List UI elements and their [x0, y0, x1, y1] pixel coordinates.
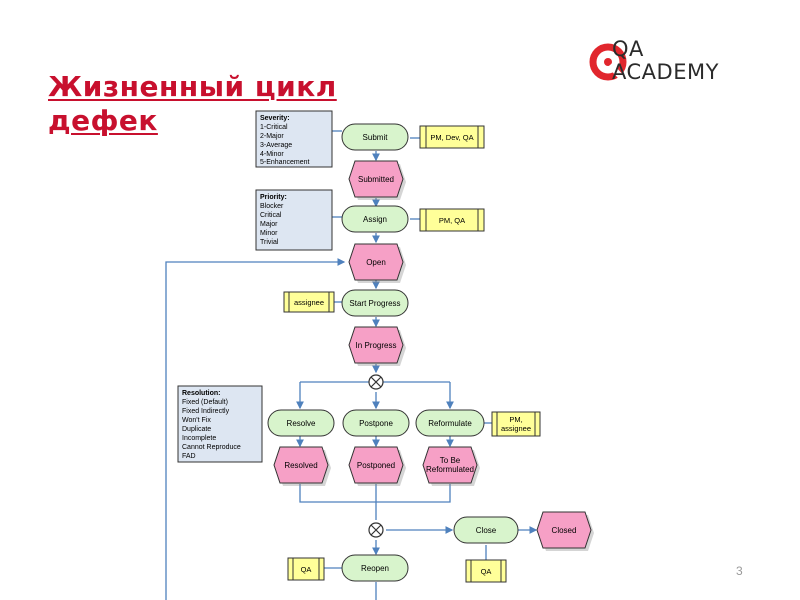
action-start-progress-label: Start Progress — [349, 299, 400, 308]
role-close-label: QA — [481, 567, 492, 576]
logo-text: QA ACADEMY — [612, 38, 719, 84]
resolution-note-line: FAD — [182, 453, 196, 460]
priority-note-line: Trivial — [260, 239, 279, 246]
action-submit: Submit — [341, 123, 409, 151]
action-start-progress: Start Progress — [341, 289, 409, 317]
priority-note-line: Blocker — [260, 203, 284, 210]
state-open-label: Open — [366, 258, 386, 267]
action-close-label: Close — [476, 526, 497, 535]
q-logo-icon — [589, 43, 627, 81]
action-reopen: Reopen — [341, 554, 409, 582]
severity-note-line: 3-Average — [260, 142, 292, 149]
action-reformulate-label: Reformulate — [428, 419, 472, 428]
role-submit-label: PM, Dev, QA — [430, 133, 473, 142]
slide-title-line-2: дефек — [48, 104, 158, 137]
action-postpone: Postpone — [342, 409, 410, 437]
severity-note: Severity: 1-Critical 2-Major 3-Average 4… — [255, 110, 333, 168]
severity-note-line: 2-Major — [260, 133, 284, 140]
state-in-progress-label: In Progress — [356, 341, 397, 350]
state-to-be-reformulated-label-2: Reformulated — [426, 465, 474, 474]
role-close: QA — [465, 559, 507, 583]
state-postponed: Postponed — [348, 446, 406, 486]
role-start-progress: assignee — [283, 291, 335, 313]
role-reformulate-label-1: PM, — [509, 415, 522, 424]
role-reopen-label: QA — [301, 565, 312, 574]
state-to-be-reformulated-label-1: To Be — [440, 456, 461, 465]
resolution-note-line: Won't Fix — [182, 417, 211, 424]
page-number: 3 — [736, 564, 743, 578]
action-close: Close — [453, 516, 519, 544]
slide-title-line-1: Жизненный цикл — [48, 70, 337, 103]
action-postpone-label: Postpone — [359, 419, 393, 428]
priority-note: Priority: Blocker Critical Major Minor T… — [255, 189, 333, 251]
qa-academy-logo — [589, 43, 627, 81]
severity-note-line: 4-Minor — [260, 151, 284, 158]
action-resolve: Resolve — [267, 409, 335, 437]
action-reformulate: Reformulate — [415, 409, 485, 437]
state-open: Open — [348, 243, 406, 283]
action-reopen-label: Reopen — [361, 564, 389, 573]
severity-note-heading: Severity: — [260, 115, 290, 122]
priority-note-heading: Priority: — [260, 194, 287, 201]
state-postponed-label: Postponed — [357, 461, 395, 470]
role-reformulate: PM, assignee — [491, 411, 541, 437]
slide-title: Жизненный цикл дефек — [48, 70, 337, 138]
resolution-note-line: Duplicate — [182, 426, 211, 433]
resolution-note: Resolution: Fixed (Default) Fixed Indire… — [177, 385, 263, 463]
logo-text-line-2: ACADEMY — [612, 60, 719, 84]
state-resolved-label: Resolved — [284, 461, 317, 470]
state-closed-label: Closed — [552, 526, 577, 535]
state-resolved: Resolved — [273, 446, 331, 486]
severity-note-line: 1-Critical — [260, 124, 288, 131]
state-in-progress: In Progress — [348, 326, 406, 366]
priority-note-line: Major — [260, 221, 278, 228]
role-submit: PM, Dev, QA — [419, 125, 485, 149]
role-reformulate-label-2: assignee — [501, 424, 531, 433]
state-submitted: Submitted — [348, 160, 406, 200]
severity-note-line: 5-Enhancement — [260, 159, 309, 166]
action-assign-label: Assign — [363, 215, 387, 224]
action-submit-label: Submit — [363, 133, 389, 142]
resolution-note-line: Fixed Indirectly — [182, 408, 230, 415]
action-assign: Assign — [341, 205, 409, 233]
state-submitted-label: Submitted — [358, 175, 394, 184]
state-to-be-reformulated: To Be Reformulated — [422, 446, 480, 486]
connectors — [165, 130, 538, 600]
resolution-note-line: Fixed (Default) — [182, 399, 228, 406]
state-closed: Closed — [536, 511, 594, 551]
xor-gate-2 — [368, 522, 384, 538]
role-start-progress-label: assignee — [294, 298, 324, 307]
logo-text-line-1: QA — [612, 37, 644, 61]
priority-note-line: Minor — [260, 230, 278, 237]
resolution-note-line: Cannot Reproduce — [182, 444, 241, 451]
resolution-note-heading: Resolution: — [182, 390, 221, 397]
role-reopen: QA — [287, 557, 325, 581]
role-assign: PM, QA — [419, 208, 485, 232]
xor-gate-1 — [368, 374, 384, 390]
priority-note-line: Critical — [260, 212, 282, 219]
resolution-note-line: Incomplete — [182, 435, 216, 442]
role-assign-label: PM, QA — [439, 216, 465, 225]
action-resolve-label: Resolve — [287, 419, 316, 428]
